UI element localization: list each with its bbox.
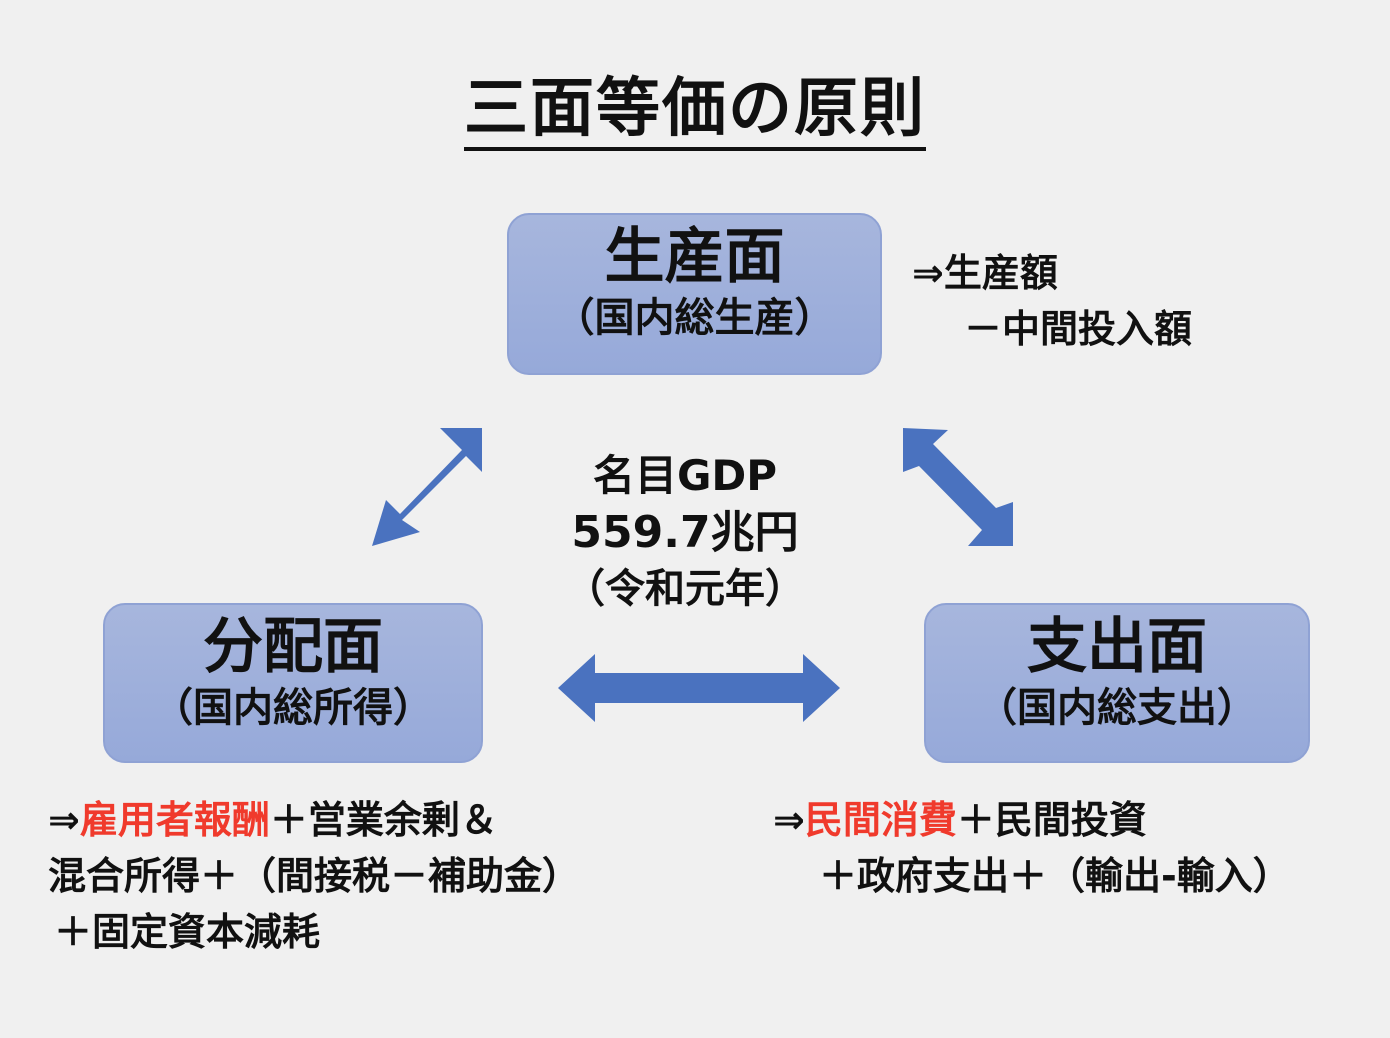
production-formula-line1: ⇒生産額	[912, 251, 1058, 295]
production-box: 生産面 （国内総生産）	[507, 213, 882, 375]
expenditure-formula-highlight: 民間消費	[804, 798, 957, 842]
expenditure-formula-line1: ⇒民間消費＋民間投資	[773, 792, 1291, 848]
expenditure-formula-line1-rest: ＋民間投資	[956, 798, 1147, 842]
distribution-formula-line3: ＋固定資本減耗	[54, 910, 321, 954]
expenditure-formula-line2: ＋政府支出＋（輸出-輸入）	[819, 854, 1291, 898]
expenditure-formula: ⇒民間消費＋民間投資 ＋政府支出＋（輸出-輸入）	[773, 792, 1291, 904]
distribution-subtitle: （国内総所得）	[153, 685, 433, 731]
expenditure-formula-prefix: ⇒	[773, 798, 805, 842]
diagram-title-text: 三面等価の原則	[464, 72, 926, 151]
gdp-period: （令和元年）	[565, 566, 805, 612]
expenditure-title: 支出面	[1027, 612, 1207, 682]
gdp-value: 559.7兆円	[571, 507, 799, 558]
distribution-formula-prefix: ⇒	[48, 798, 80, 842]
expenditure-subtitle: （国内総支出）	[977, 685, 1257, 731]
expenditure-box: 支出面 （国内総支出）	[924, 603, 1310, 763]
diagram-title: 三面等価の原則	[0, 72, 1390, 151]
distribution-formula: ⇒雇用者報酬＋営業余剰＆ 混合所得＋（間接税－補助金） ＋固定資本減耗	[48, 792, 580, 960]
arrow-distribution-expenditure	[558, 654, 840, 722]
distribution-formula-line1-rest: ＋営業余剰＆	[269, 798, 498, 842]
production-formula-line2: －中間投入額	[964, 307, 1193, 351]
gdp-label: 名目GDP	[592, 451, 778, 500]
gdp-center-label: 名目GDP 559.7兆円 （令和元年）	[520, 448, 850, 616]
production-title: 生産面	[604, 222, 785, 292]
arrow-production-expenditure	[903, 428, 1013, 546]
distribution-formula-highlight: 雇用者報酬	[79, 798, 270, 842]
distribution-box: 分配面 （国内総所得）	[103, 603, 483, 763]
production-subtitle: （国内総生産）	[554, 295, 835, 341]
distribution-title: 分配面	[203, 612, 383, 682]
distribution-formula-line2: 混合所得＋（間接税－補助金）	[48, 854, 581, 898]
distribution-formula-line1: ⇒雇用者報酬＋営業余剰＆	[48, 792, 580, 848]
production-formula: ⇒生産額 －中間投入額	[912, 245, 1192, 357]
arrow-production-distribution	[372, 428, 482, 546]
